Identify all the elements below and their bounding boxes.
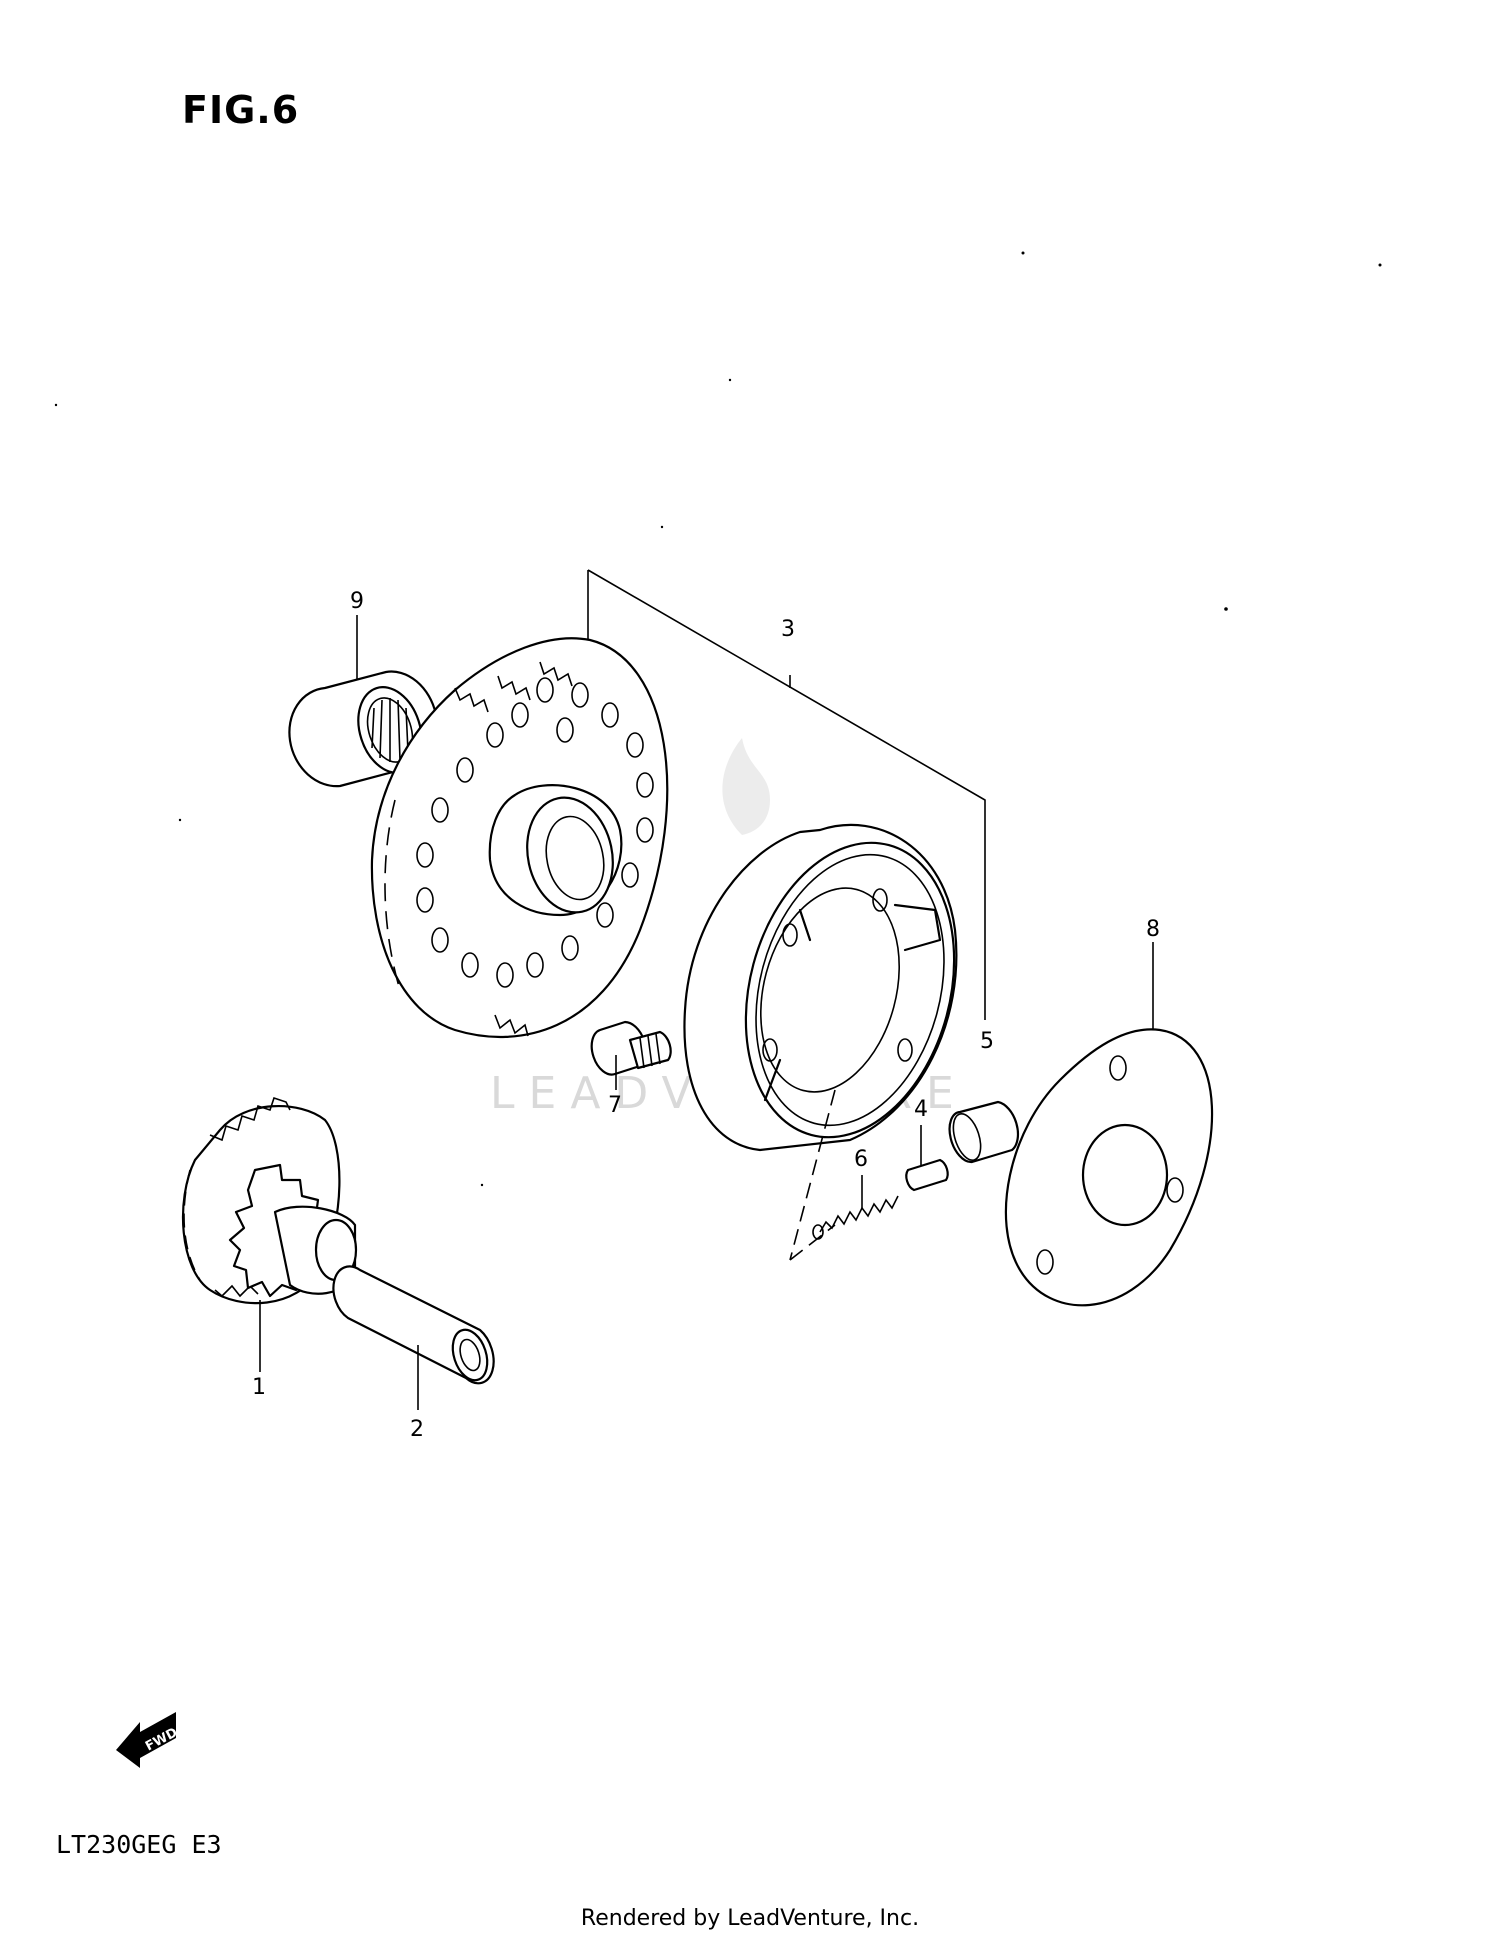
part-1-starter-idle-gear[interactable] (181, 1096, 358, 1305)
part-3-one-way-clutch[interactable] (683, 819, 985, 1161)
part-6-spring[interactable] (812, 1195, 899, 1240)
callout-2[interactable]: 2 (410, 1417, 424, 1442)
part-2-shaft[interactable] (332, 1265, 495, 1385)
callout-7[interactable]: 7 (608, 1093, 622, 1118)
callout-5[interactable]: 5 (980, 1029, 994, 1054)
fwd-arrow-icon: FWD (116, 1712, 180, 1768)
part-8-washer-plate[interactable] (1004, 1028, 1214, 1307)
part-4-pin[interactable] (905, 1158, 949, 1192)
scan-specks (54, 251, 1382, 1187)
part-5-roller[interactable] (948, 1100, 1020, 1164)
callout-4[interactable]: 4 (914, 1097, 928, 1122)
callouts: 9 3 8 5 7 4 6 1 2 (252, 589, 1160, 1442)
part-3-bracket (587, 569, 986, 1020)
callout-8[interactable]: 8 (1146, 917, 1160, 942)
figure-title: FIG.6 (182, 88, 300, 132)
gear-holes (416, 677, 654, 988)
footer-credit: Rendered by LeadVenture, Inc. (580, 1906, 920, 1931)
part-7-bolt[interactable] (590, 1020, 672, 1076)
callout-3[interactable]: 3 (781, 617, 795, 642)
leader-lines (259, 615, 1154, 1410)
callout-9[interactable]: 9 (350, 589, 364, 614)
callout-6[interactable]: 6 (854, 1147, 868, 1172)
model-code: LT230GEG E3 (56, 1830, 222, 1859)
callout-1[interactable]: 1 (252, 1375, 266, 1400)
part-3-starter-gear[interactable] (370, 637, 669, 1039)
